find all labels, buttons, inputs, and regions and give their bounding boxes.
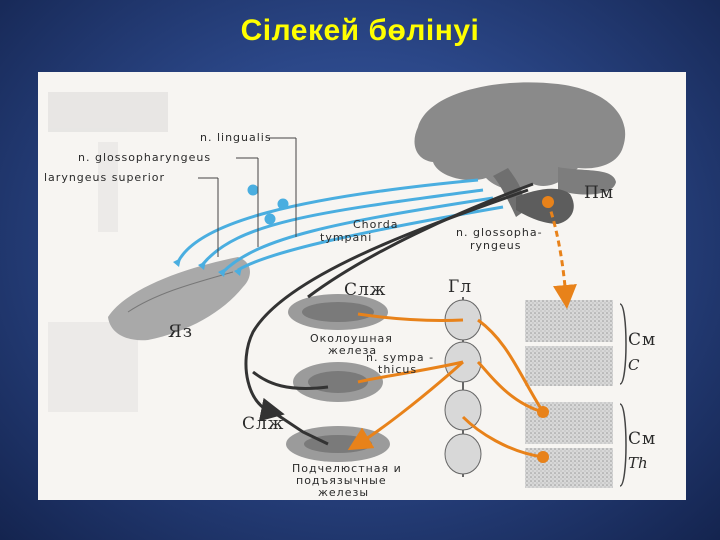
sensory-arrowheads [173, 258, 242, 277]
label-n-glossopharyngeus-2: n. glossopha- [456, 226, 543, 239]
sympathetic-ganglia-chain [444, 297, 482, 477]
tongue-illustration [108, 257, 250, 341]
slide-title: Сілекей бөлінуі [240, 14, 480, 47]
parotid-gland [288, 294, 388, 330]
parasympathetic-nerves [244, 182, 534, 446]
label-th: Th [628, 454, 648, 472]
label-yaz: Яз [168, 322, 193, 342]
label-submandibular-2: подъязычные [296, 474, 387, 487]
label-cm-upper: См [628, 330, 656, 350]
label-parotid-2: железа [328, 344, 377, 357]
label-chorda: Chorda [353, 218, 398, 231]
sympathetic-neuron-bodies [537, 196, 554, 463]
faded-background-art [48, 92, 168, 412]
label-submandibular-1: Подчелюстная и [292, 462, 402, 475]
label-sympathicus-1: n. sympa - [366, 351, 434, 364]
label-slzh-upper: Слж [344, 280, 386, 300]
label-slzh-lower: Слж [242, 414, 284, 434]
label-ryngeus: ryngeus [470, 239, 521, 252]
label-pm: Пм [584, 183, 614, 203]
label-parotid-1: Околоушная [310, 332, 393, 345]
label-submandibular-3: железы [318, 486, 369, 499]
brain-illustration [414, 82, 626, 224]
label-tympani: tympani [320, 231, 372, 244]
label-leaders [198, 137, 297, 257]
spinal-cord-segments [525, 300, 627, 488]
label-sympathicus-2: thicus [378, 363, 417, 376]
label-gl: Гл [448, 277, 472, 297]
label-cm-lower: См [628, 429, 656, 449]
label-laryngeus-superior: laryngeus superior [44, 171, 165, 184]
label-c: C [628, 356, 640, 374]
submandibular-gland [293, 362, 383, 402]
label-n-glossopharyngeus: n. glossopharyngeus [78, 151, 211, 164]
sensory-nerves [176, 178, 504, 274]
diagram-svg: n. lingualis n. glossopharyngeus larynge… [44, 82, 656, 499]
salivation-diagram: n. lingualis n. glossopharyngeus larynge… [38, 72, 686, 500]
sympathetic-nerves [347, 201, 577, 459]
label-n-lingualis: n. lingualis [200, 131, 272, 144]
